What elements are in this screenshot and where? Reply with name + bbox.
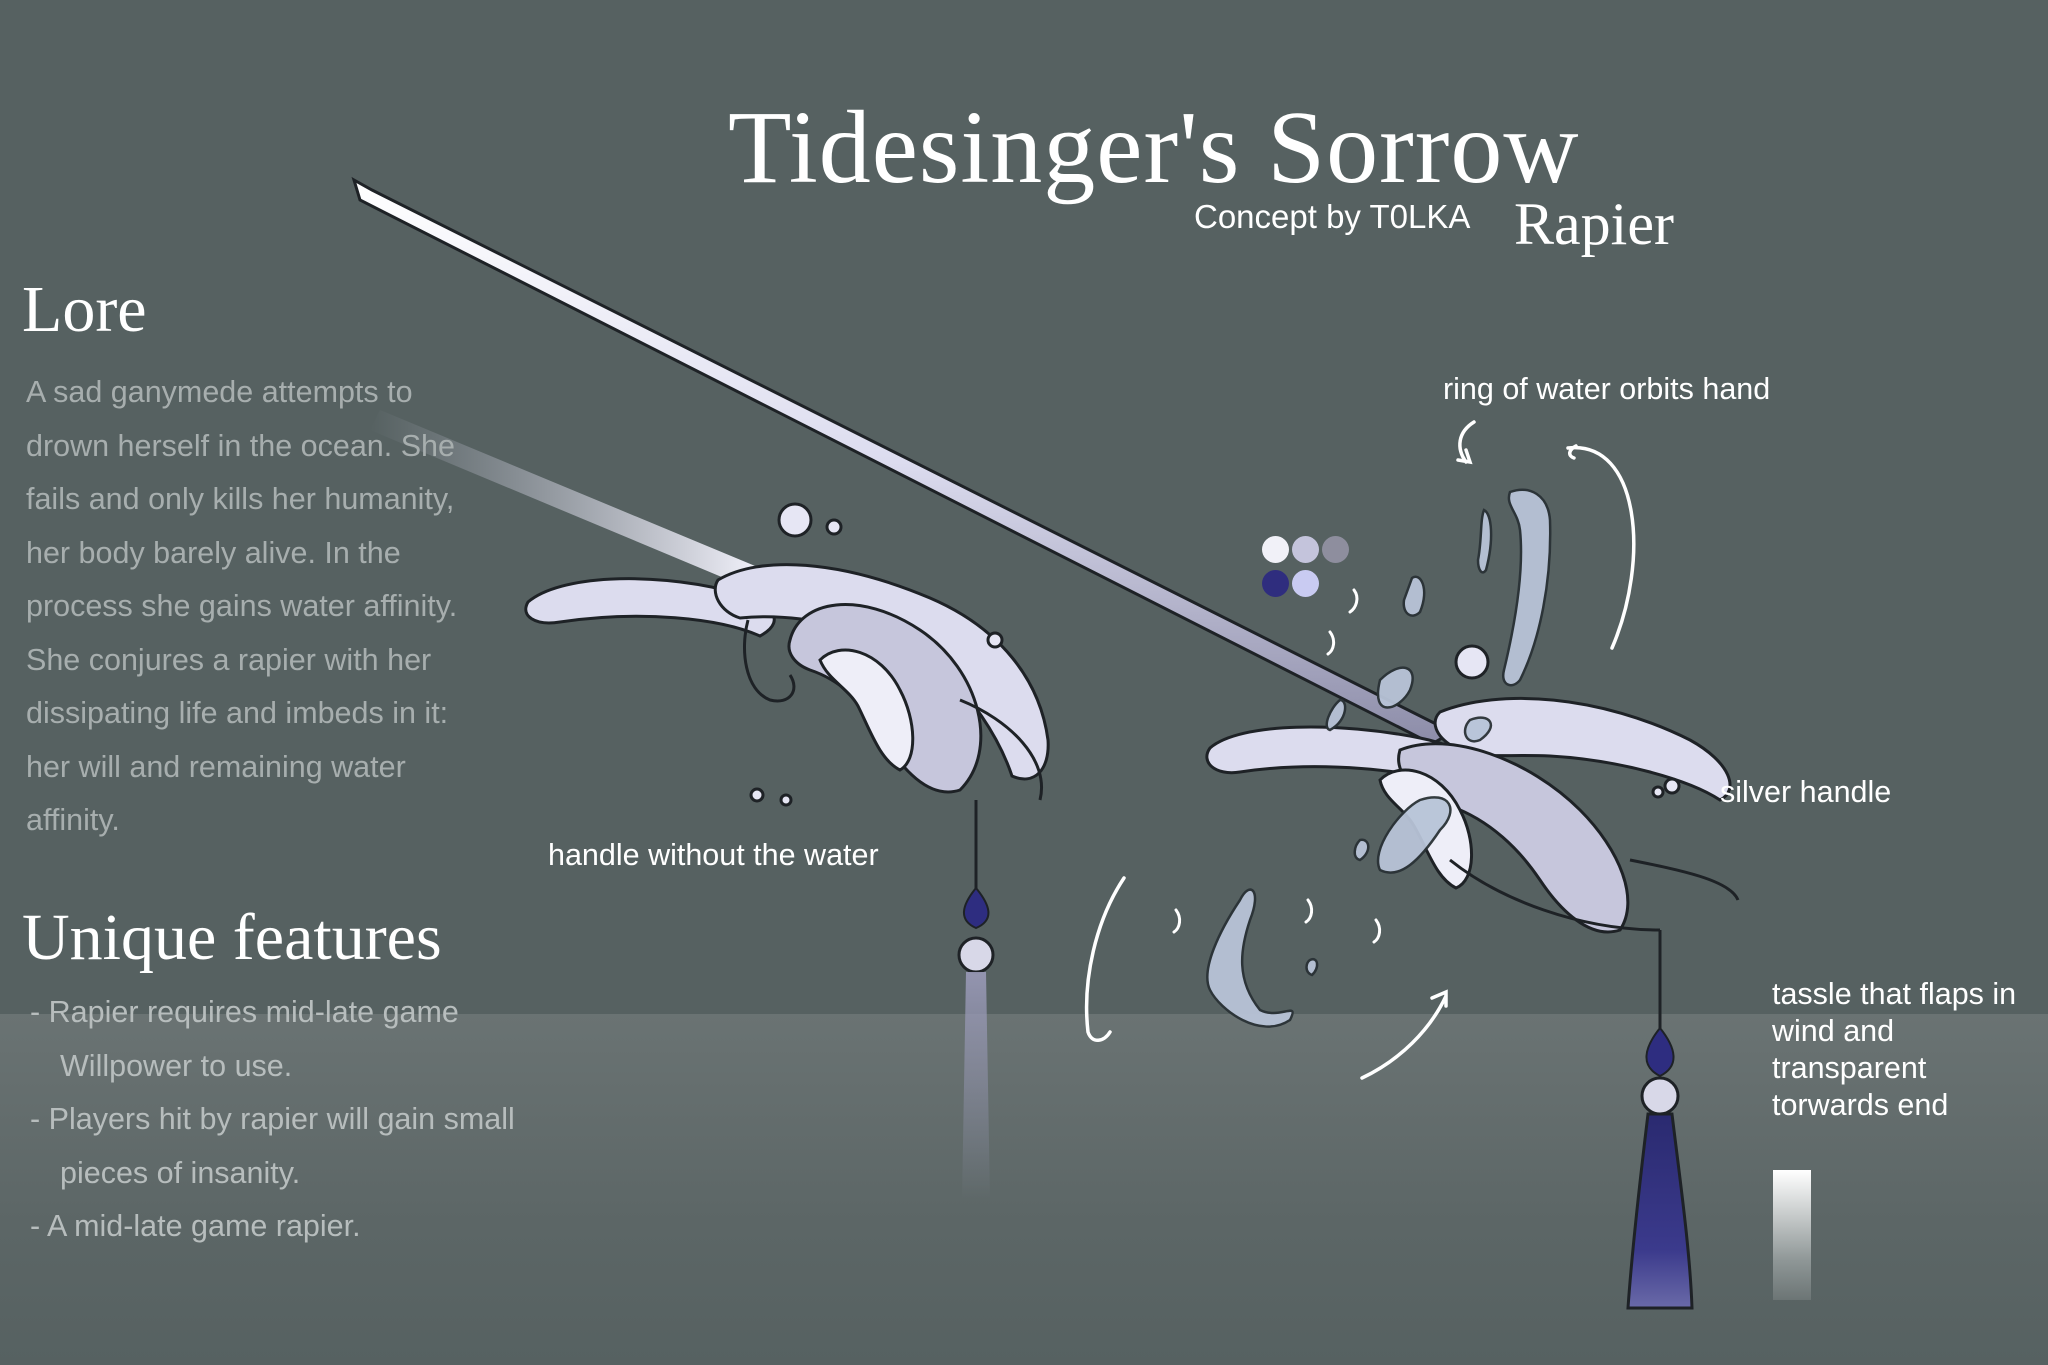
swatch-3 [1322, 536, 1349, 563]
features-list: - Rapier requires mid-late game Willpowe… [30, 986, 530, 1254]
motion-arrows [1084, 420, 1636, 1080]
lore-heading: Lore [22, 273, 147, 346]
faded-blade [370, 410, 760, 588]
feature-item: - Players hit by rapier will gain small … [30, 1102, 515, 1190]
annotation-tassle: tassle that flaps in wind and transparen… [1772, 977, 2017, 1122]
annotation-ring: ring of water orbits hand [1443, 372, 1771, 406]
feature-item: - Rapier requires mid-late game Willpowe… [30, 995, 459, 1083]
annotation-no-water: handle without the water [548, 838, 879, 872]
page-title: Tidesinger's Sorrow [728, 90, 1580, 205]
handle-without-water [524, 502, 1050, 890]
left-tassle [957, 886, 995, 1200]
features-heading: Unique features [22, 901, 442, 974]
water-drops [1172, 588, 1382, 944]
background-band [0, 1014, 2048, 1365]
swatch-4 [1262, 570, 1289, 597]
silver-handle [1205, 644, 1740, 1028]
right-tassle [1626, 1026, 1694, 1310]
weapon-type: Rapier [1514, 191, 1674, 257]
concept-credit: Concept by T0LKA [1194, 198, 1471, 235]
water-ring [1206, 488, 1552, 1028]
feature-item: - A mid-late game rapier. [30, 1209, 361, 1243]
transparency-gradient-bar [1773, 1170, 1811, 1300]
swatch-5 [1292, 570, 1319, 597]
swatch-1 [1262, 536, 1289, 563]
lore-text: A sad ganymede attempts to drown herself… [26, 375, 458, 837]
swatch-2 [1292, 536, 1319, 563]
annotation-silver-handle: silver handle [1720, 775, 1892, 809]
color-palette [1262, 536, 1352, 606]
